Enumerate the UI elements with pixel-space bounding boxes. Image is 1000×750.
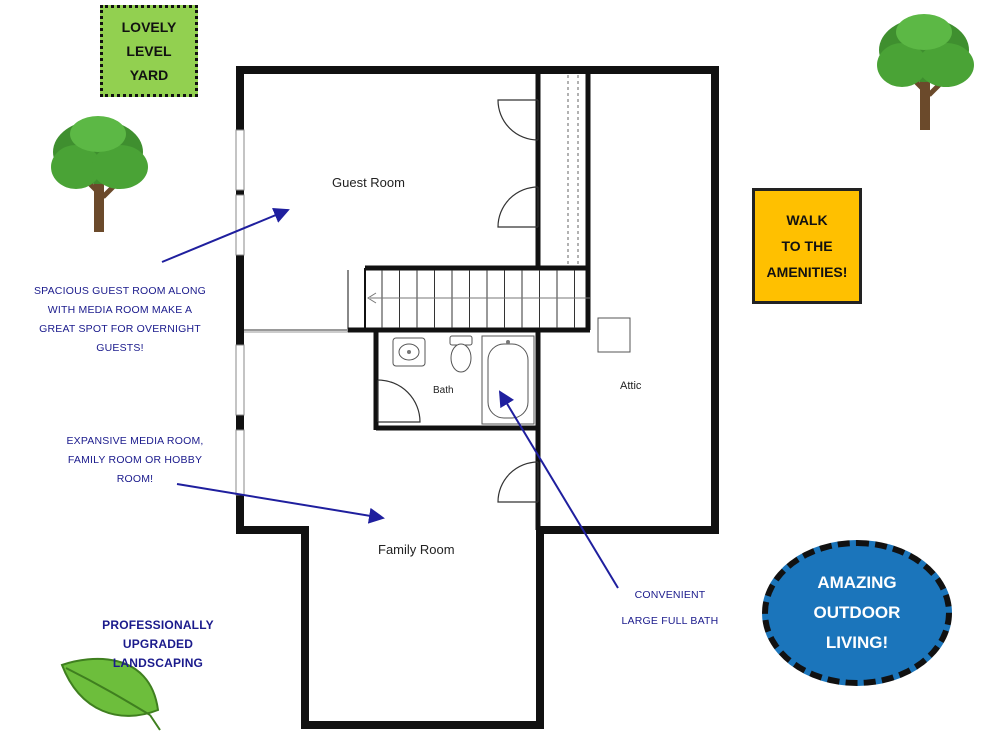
door-group [377, 99, 539, 503]
room-label-bath: Bath [433, 385, 454, 396]
outer-wall [236, 66, 719, 729]
amazing-outdoor-living-badge: AMAZING OUTDOOR LIVING! [762, 540, 952, 686]
room-label-attic: Attic [620, 380, 642, 392]
lovely-level-yard-badge: LOVELY LEVEL YARD [100, 5, 198, 97]
room-label-guest: Guest Room [332, 175, 405, 190]
tree-icon [51, 116, 148, 232]
media-room-annotation: EXPANSIVE MEDIA ROOM, FAMILY ROOM OR HOB… [66, 435, 204, 485]
staircase [347, 265, 590, 333]
stair-arrow [367, 292, 377, 304]
leaf-icon [60, 657, 161, 731]
media-room-arrow [176, 483, 385, 524]
room-label-family: Family Room [378, 542, 455, 557]
guest-room-arrow [161, 207, 290, 263]
toilet-bowl [450, 343, 472, 373]
tree-icon [877, 14, 974, 130]
window-group [235, 129, 245, 496]
bathroom-walls [373, 330, 540, 431]
attic-hatch [597, 317, 631, 353]
bath-annotation: CONVENIENT LARGE FULL BATH [621, 589, 719, 627]
landscaping-annotation: PROFESSIONALLY UPGRADED LANDSCAPING [102, 618, 214, 670]
walk-to-amenities-badge: WALK TO THE AMENITIES! [752, 188, 862, 304]
guest-room-annotation: SPACIOUS GUEST ROOM ALONG WITH MEDIA ROO… [33, 285, 207, 354]
bath-arrow [498, 390, 619, 589]
